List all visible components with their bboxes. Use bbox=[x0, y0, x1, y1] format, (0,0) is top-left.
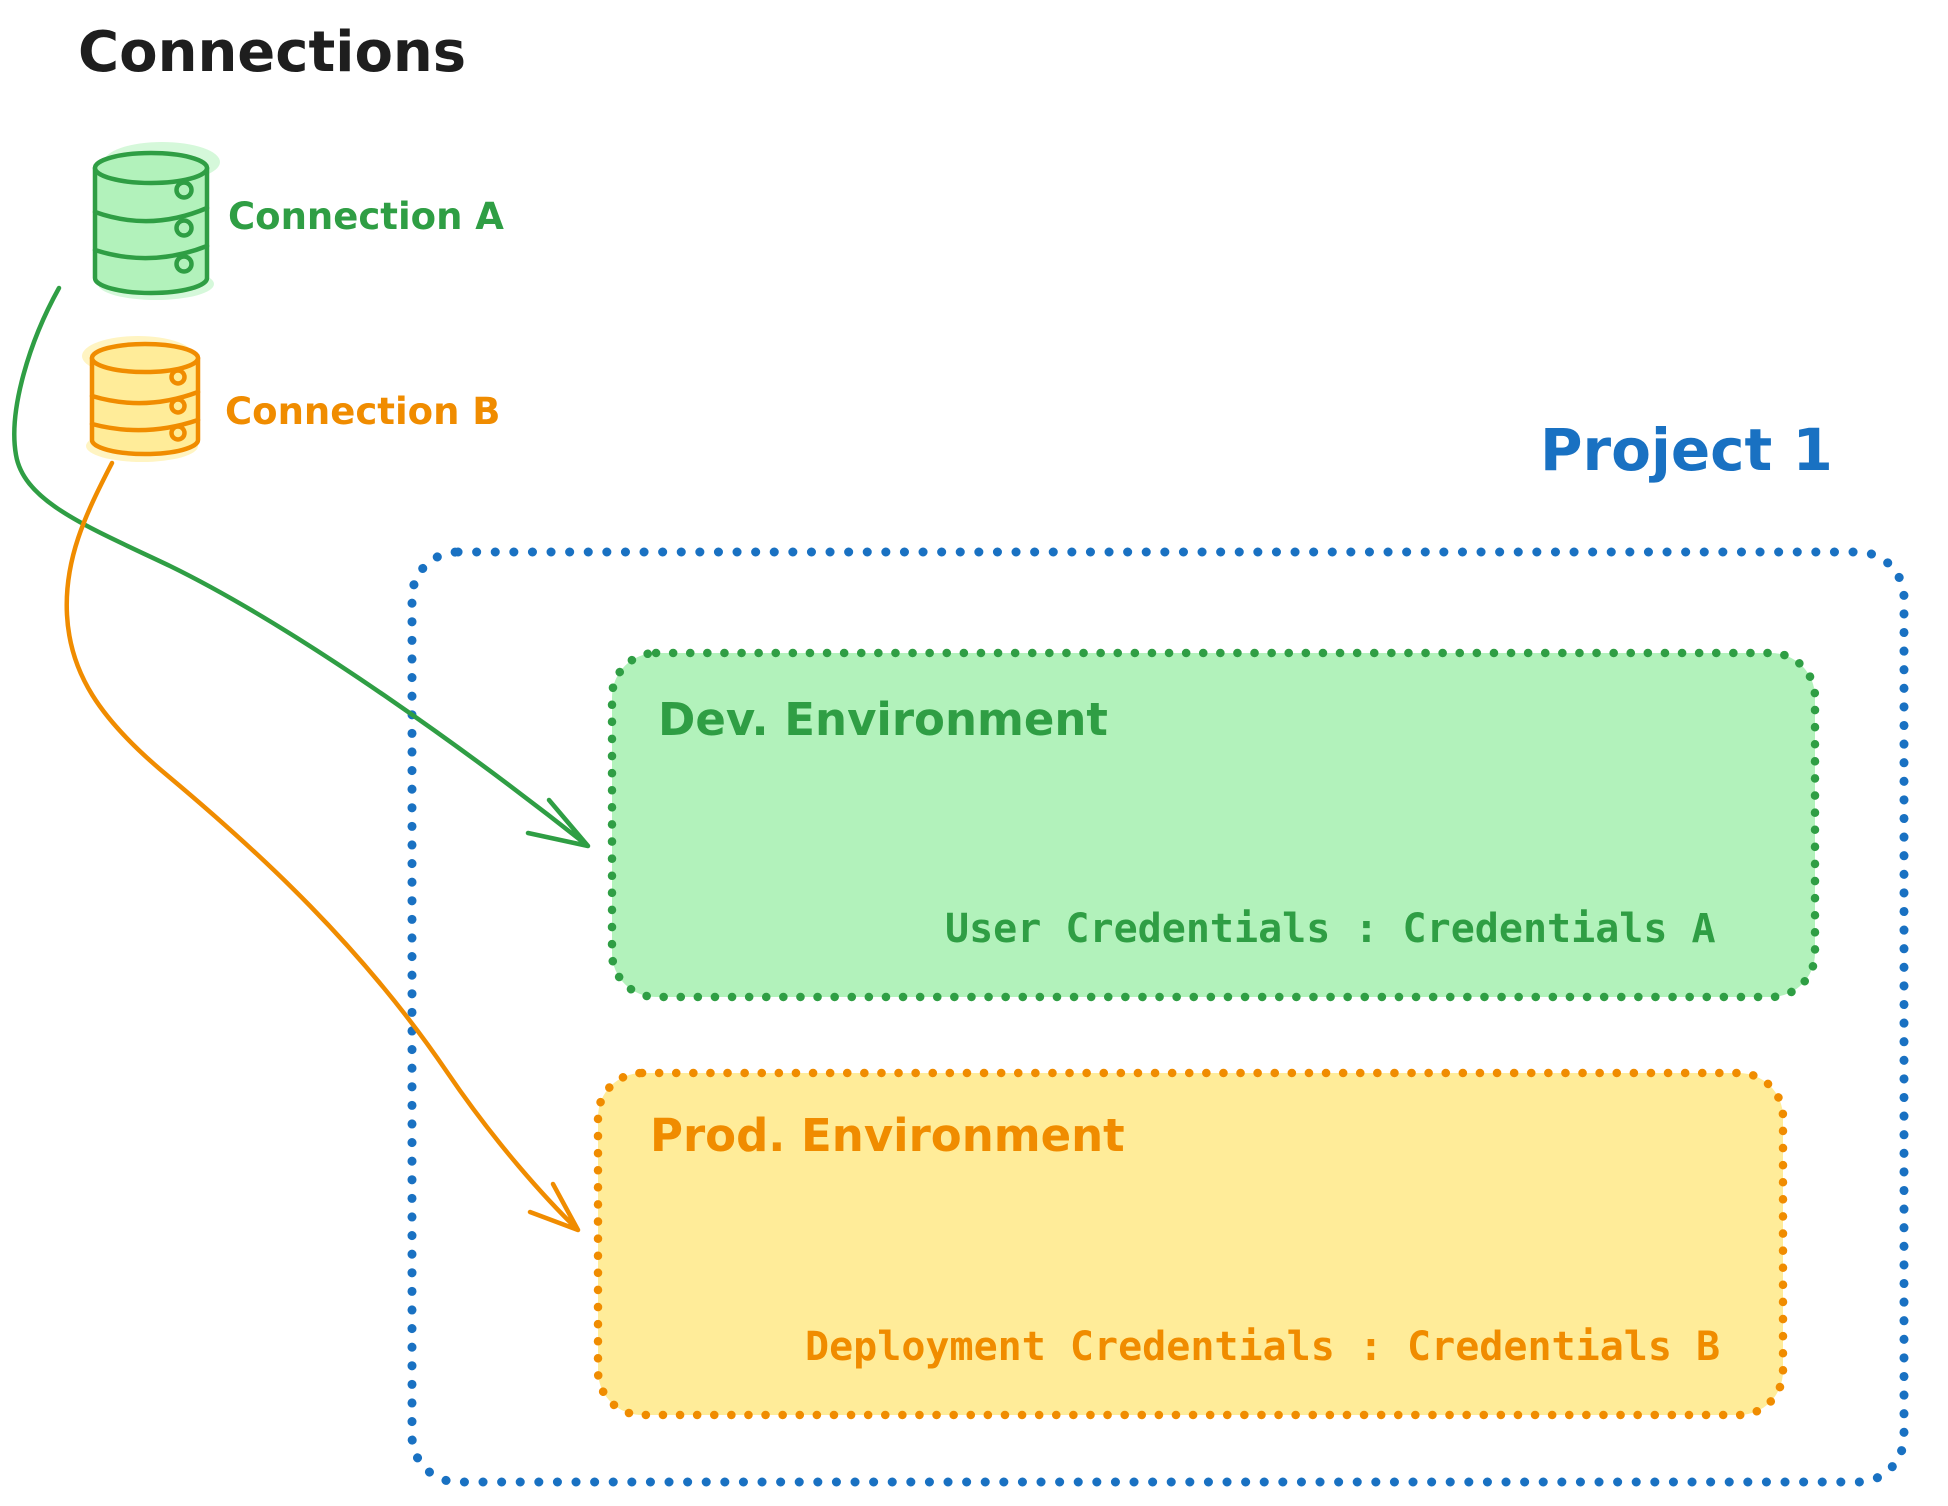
dev-environment-title: Dev. Environment bbox=[658, 693, 1108, 746]
connection-b-label: Connection B bbox=[225, 390, 501, 433]
database-icon-connection-b bbox=[82, 336, 201, 462]
dev-environment-box bbox=[607, 648, 1820, 1002]
prod-environment-title: Prod. Environment bbox=[650, 1109, 1125, 1162]
prod-credentials-text: Deployment Credentials : Credentials B bbox=[805, 1324, 1721, 1370]
connections-title: Connections bbox=[78, 20, 467, 85]
connection-a-label: Connection A bbox=[228, 195, 504, 238]
arrow-connection-b-to-prod bbox=[64, 460, 581, 1233]
arrow-connection-a-to-dev bbox=[12, 285, 591, 849]
prod-environment-box bbox=[593, 1068, 1788, 1420]
dev-credentials-text: User Credentials : Credentials A bbox=[945, 906, 1716, 952]
database-icon-connection-a bbox=[92, 142, 220, 300]
project-title: Project 1 bbox=[1540, 416, 1833, 484]
